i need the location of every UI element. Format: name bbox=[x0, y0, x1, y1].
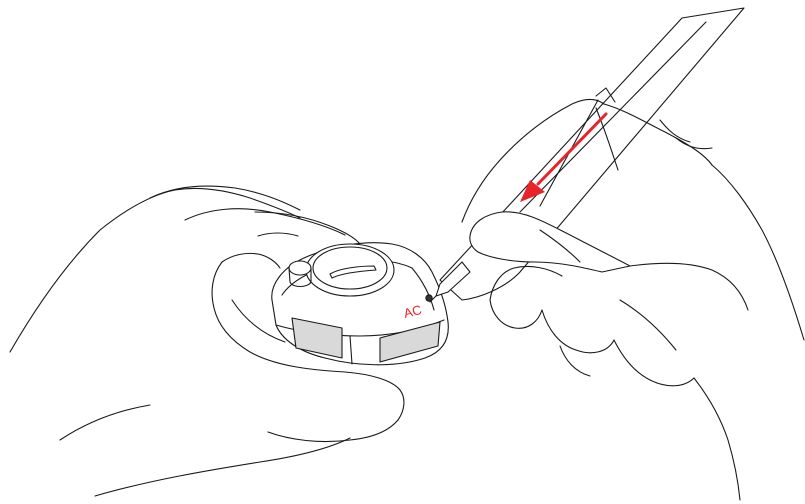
device: AC bbox=[272, 243, 449, 365]
right-hand bbox=[462, 100, 804, 501]
